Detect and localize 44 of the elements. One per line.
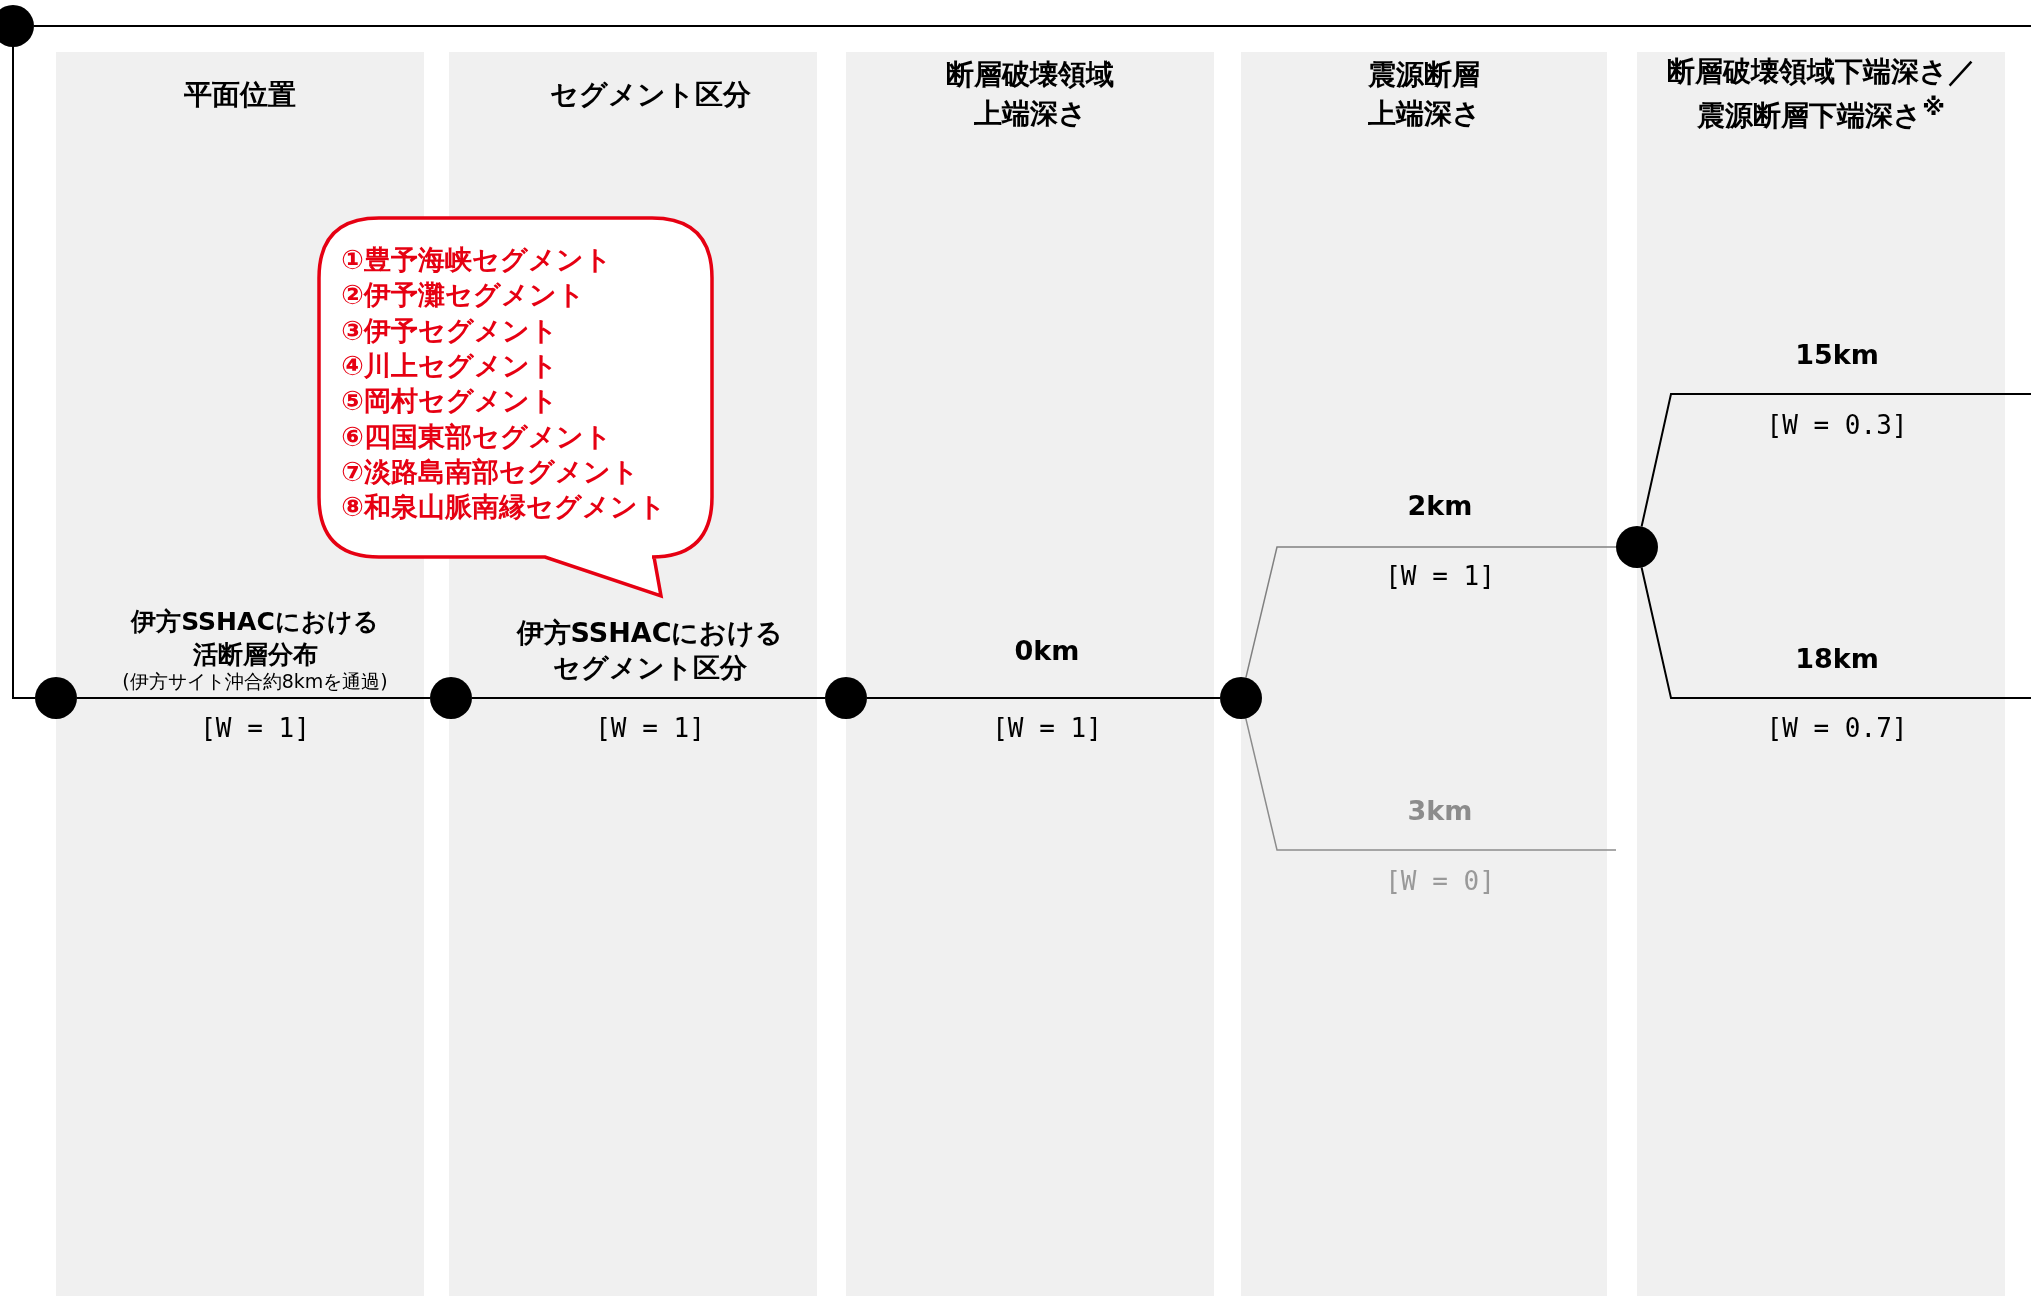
column-heading: 断層破壊領域下端深さ／震源断層下端深さ$^{※}$ [1665,54,1977,135]
branch-line [76,697,431,699]
weight-label: [W = 0] [1385,866,1495,896]
branch-line [1640,393,2031,528]
edge-label: 3km [1407,794,1473,829]
branch-point [430,677,472,719]
branch-line [1640,566,2031,699]
list-item: ⑦淡路島南部セグメント [341,457,639,485]
branch-point [825,677,867,719]
list-item: ⑧和泉山脈南縁セグメント [341,493,666,521]
column-heading: 平面位置 [184,77,296,114]
list-item: ③伊予セグメント [341,316,558,344]
branch-line [866,697,1221,699]
edge-label: 伊方SSHACにおける活断層分布 [130,605,380,670]
branch-line [471,697,826,699]
edge-label: 18km [1795,642,1879,677]
list-item: ②伊予灘セグメント [341,281,585,309]
weight-label: [W = 0.3] [1766,410,1908,440]
branch-line [12,46,36,699]
edge-label: 0km [1014,634,1080,669]
branch-point [1220,677,1262,719]
list-item: ①豊予海峡セグメント [341,246,612,273]
column-heading: セグメント区分 [549,77,751,114]
branch-point [1616,526,1658,568]
branch-line [33,25,2031,27]
branch-line [1245,546,1617,679]
weight-label: [W = 1] [992,713,1102,743]
list-item: ④川上セグメント [341,351,558,379]
weight-label: [W = 1] [200,713,310,743]
note-text: (伊方サイト沖合約8kmを通過) [122,669,388,694]
branch-point [35,677,77,719]
weight-label: [W = 1] [1385,561,1495,591]
list-item: ⑥四国東部セグメント [341,422,612,450]
callout-tooltip [317,216,714,600]
branch-line [1245,717,1617,851]
column-heading: 断層破壊領域上端深さ [945,56,1115,132]
branch-point [0,5,34,47]
edge-label: 15km [1795,338,1879,373]
weight-label: [W = 1] [595,713,705,743]
weight-label: [W = 0.7] [1766,713,1908,743]
edge-label: 2km [1407,489,1473,524]
column-heading: 震源断層上端深さ [1366,56,1482,132]
edge-label: 伊方SSHACにおけるセグメント区分 [515,615,785,685]
list-item: ⑤岡村セグメント [341,387,558,415]
